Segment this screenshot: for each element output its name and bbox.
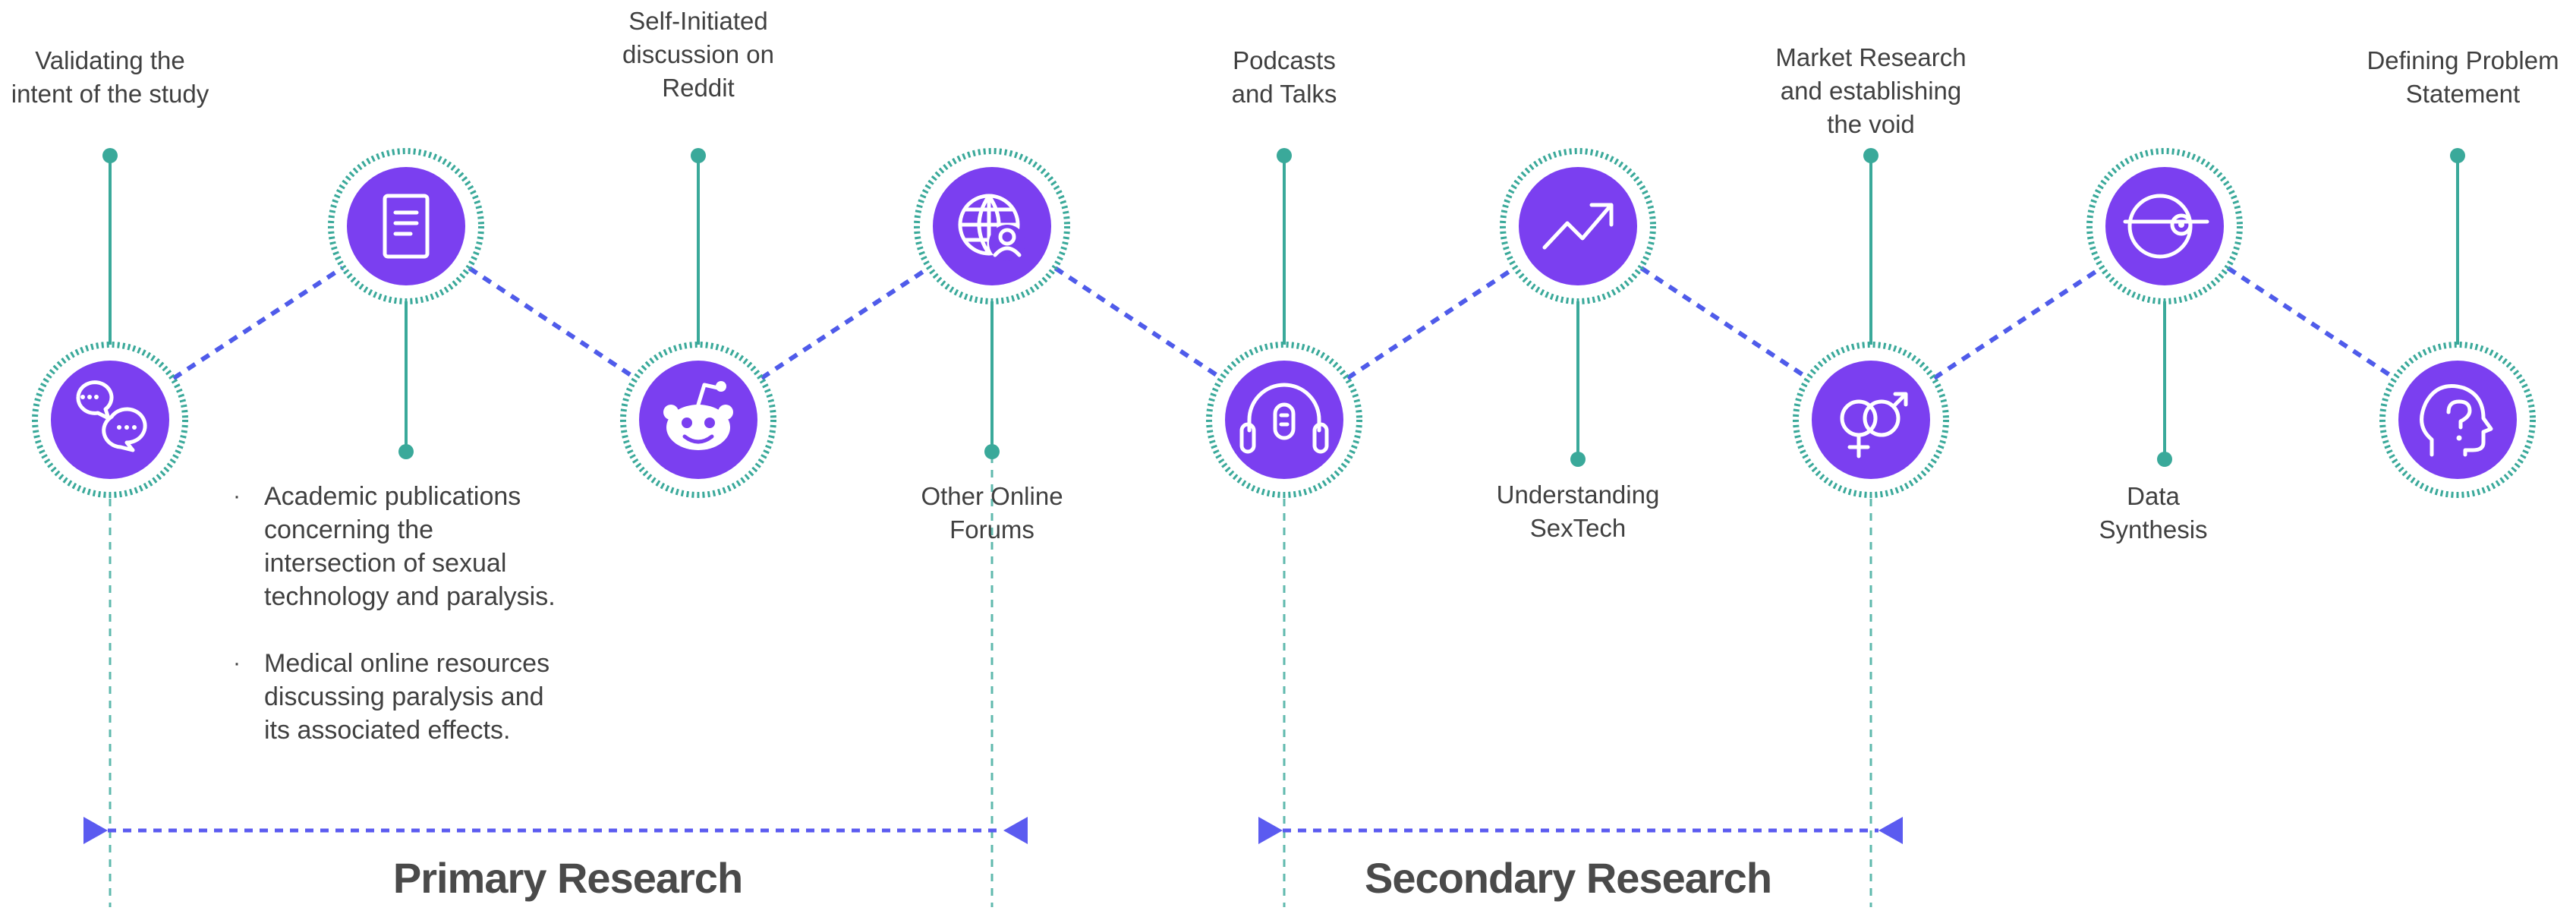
phase-bracket [1258,817,1903,844]
stem-dot [1863,148,1878,163]
step-label-line: Forums [949,515,1034,544]
headphones-mic-icon [1239,383,1329,454]
step-label: Self-Initiated discussion on Reddit [622,5,774,105]
document-sources-list: · Academic publications concerning the i… [231,480,626,780]
step-label: Validating the intent of the study [11,44,209,111]
bullet-item: · Academic publications concerning the i… [231,480,626,613]
node-circle [1812,361,1930,479]
step-label-line: Validating the [35,46,185,74]
trend-up-icon [1542,203,1614,250]
connector-line [172,266,344,380]
connector-line [760,266,931,380]
node-circle [2105,167,2224,285]
chat-bubbles-icon [76,380,147,452]
step-label-line: Understanding [1496,481,1660,509]
step-label-line: SexTech [1529,514,1627,542]
step-label-line: Other Online [921,482,1063,510]
step-label-line: the void [1827,110,1915,138]
timeline-node [2379,342,2536,498]
step-label-line: Synthesis [2099,515,2208,544]
bullet-line: concerning the [264,515,434,544]
timeline-node [620,342,776,498]
stem-dot [984,444,1000,459]
arrowhead-right [1003,817,1028,844]
node-circle [1225,361,1343,479]
stem-dot [398,444,414,459]
connector-line [1053,266,1223,380]
timeline-node [328,148,484,304]
step-label-line: discussion on [622,40,774,68]
stem-dot [102,148,118,163]
timeline-nodes [32,148,2536,498]
arrowhead-left [83,817,108,844]
timeline-node [32,342,188,498]
node-circle [1519,167,1637,285]
step-label-line: Statement [2405,80,2521,108]
bullet-item: · Medical online resources discussing pa… [231,647,626,747]
stem-dot [1277,148,1292,163]
node-circle [347,167,465,285]
step-label-line: and Talks [1231,80,1337,108]
stem-dot [691,148,706,163]
head-question-icon [2420,384,2493,457]
step-label-line: intent of the study [11,80,209,108]
reddit-icon [663,381,733,450]
step-label-line: Reddit [662,74,735,102]
arrowhead-left [1258,817,1283,844]
stem-dot [1570,452,1586,467]
timeline-node [1206,342,1362,498]
bullet-marker: · [233,651,241,676]
connector-line [1932,266,2103,380]
step-label: Market Research and establishing the void [1775,41,1966,141]
dotted-connectors [172,266,2396,380]
bullet-line: discussing paralysis and [264,682,544,711]
bullet-line: intersection of sexual [264,549,507,578]
timeline-node [914,148,1070,304]
stem-dot [2157,452,2172,467]
step-label-line: and establishing [1780,77,1962,105]
connector-line [1346,266,1516,380]
timeline-node [2086,148,2243,304]
globe-user-icon [958,194,1025,261]
timeline-node [1500,148,1656,304]
arrowhead-right [1878,817,1903,844]
document-icon [383,194,430,259]
timeline-node [1793,342,1949,498]
target-eye-icon [2123,194,2209,259]
connector-line [2226,266,2396,380]
phase-label-primary: Primary Research [392,854,743,902]
stem-dot [2450,148,2465,163]
step-label-line: Defining Problem [2367,46,2559,74]
step-label: Podcasts and Talks [1232,44,1337,111]
phase-bracket [83,817,1028,844]
bullet-line: technology and paralysis. [264,582,556,611]
step-label-line: Market Research [1775,43,1967,71]
step-label-line: Data [2127,482,2180,510]
bullet-line: Academic publications [264,482,521,511]
bullet-line: Medical online resources [264,649,550,678]
gender-symbols-icon [1840,392,1908,458]
connector-line [1639,266,1809,380]
step-label-line: Self-Initiated [628,7,768,35]
bullet-marker: · [233,484,241,509]
bullet-line: its associated effects. [264,716,511,745]
phase-brackets [83,817,1903,844]
step-label-line: Podcasts [1233,46,1336,74]
connector-line [468,266,637,380]
node-circle [2398,361,2517,479]
phase-label-secondary: Secondary Research [1364,854,1772,902]
